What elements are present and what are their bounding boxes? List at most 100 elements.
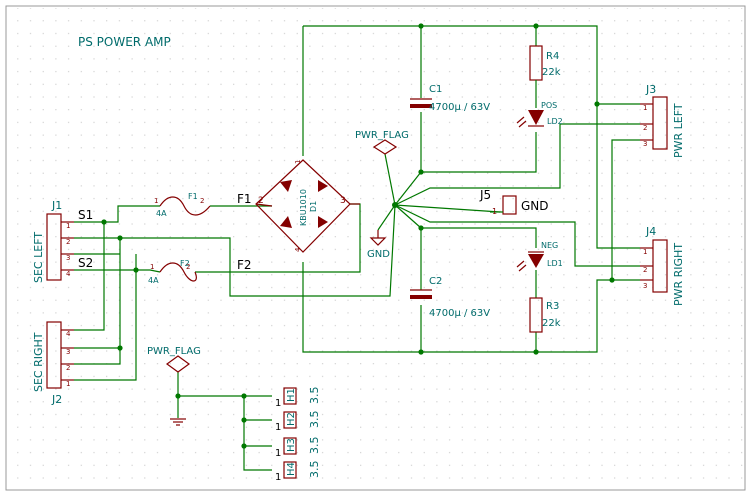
ld1-ref: LD1 xyxy=(547,259,563,268)
mounting-hole-h2[interactable]: 1 H2 3.5 xyxy=(275,411,321,434)
bridge-diode-c xyxy=(280,216,292,228)
bridge-pin4: 4 xyxy=(294,247,302,252)
h1-ref: H1 xyxy=(286,388,297,402)
h2-value: 3.5 xyxy=(308,411,321,429)
bridge-rectifier-d1[interactable]: D1 KBU1010 1 2 3 4 xyxy=(255,159,360,253)
power-flag-top[interactable]: PWR_FLAG xyxy=(355,130,409,155)
gnd-center-label: GND xyxy=(367,249,390,260)
wire-j3-pin3 xyxy=(611,139,640,280)
bridge-pin1: 1 xyxy=(294,160,302,164)
r4-value: 22k xyxy=(542,67,561,78)
r3-ref: R3 xyxy=(546,301,559,312)
ld2-value: POS xyxy=(541,101,557,110)
resistor-r4[interactable]: R4 22k xyxy=(529,45,561,108)
wire-top-bus xyxy=(303,25,640,249)
fuse-f2-symbol xyxy=(159,262,197,282)
wire-s2 xyxy=(74,269,161,273)
bridge-diode-b xyxy=(318,180,328,192)
h3-value: 3.5 xyxy=(308,437,321,455)
net-label-f2: F2 xyxy=(237,258,252,272)
c2-value: 4700µ / 63V xyxy=(429,308,490,319)
wire-gnd-c2 xyxy=(394,204,422,229)
fuse-f2-pin2: 2 xyxy=(186,263,190,271)
wire-gnd-j5 xyxy=(394,204,501,213)
wire-c1-bot xyxy=(420,112,537,173)
j3-ref: J3 xyxy=(645,83,656,96)
c1-ref: C1 xyxy=(429,84,442,95)
led-ld2[interactable]: POS LD2 xyxy=(516,101,563,128)
fuse-f2-rating: 4A xyxy=(148,276,159,285)
bridge-value: KBU1010 xyxy=(299,189,308,226)
connector-j4[interactable]: J4 PWR RIGHT 1 2 3 xyxy=(640,225,685,306)
wire-gnd-j3 xyxy=(394,123,640,206)
mounting-hole-h1[interactable]: 1 H1 3.5 xyxy=(275,387,321,410)
sheet-grid xyxy=(8,8,744,490)
resistor-r3[interactable]: R3 22k xyxy=(529,297,561,333)
power-flag-top-label: PWR_FLAG xyxy=(355,130,409,141)
h3-ref: H3 xyxy=(286,438,297,452)
j5-pin: 1 xyxy=(492,207,497,216)
fuse-f1-pin1: 1 xyxy=(154,197,158,205)
h1-value: 3.5 xyxy=(308,387,321,405)
j2-pin4: 4 xyxy=(66,330,71,338)
h2-pin: 1 xyxy=(275,422,281,433)
connector-j3[interactable]: J3 PWR LEFT 1 2 3 xyxy=(640,83,685,158)
j2-value: SEC RIGHT xyxy=(32,332,45,392)
bridge-outline xyxy=(255,159,351,253)
j2-ref: J2 xyxy=(51,393,62,406)
power-flag-bottom[interactable]: PWR_FLAG xyxy=(147,346,201,373)
c2-ref: C2 xyxy=(429,276,442,287)
wire-j2-pin1 xyxy=(74,270,137,381)
wire-j2-pin2 xyxy=(74,348,121,365)
capacitor-c1[interactable]: C1 4700µ / 63V xyxy=(410,84,490,113)
net-label-s2: S2 xyxy=(78,256,93,270)
bridge-diode-d xyxy=(318,216,328,228)
j3-value: PWR LEFT xyxy=(672,103,685,158)
mounting-hole-h3[interactable]: 1 H3 3.5 xyxy=(275,437,321,460)
led-ld1[interactable]: NEG LD1 xyxy=(516,241,563,272)
h1-pin: 1 xyxy=(275,398,281,409)
capacitor-c2[interactable]: C2 4700µ / 63V xyxy=(410,276,490,319)
junctions xyxy=(101,23,615,449)
j3-pin1: 1 xyxy=(643,104,647,112)
power-flag-bottom-label: PWR_FLAG xyxy=(147,346,201,357)
j2-pin3: 3 xyxy=(66,348,70,356)
connector-j2[interactable]: J2 SEC RIGHT 4 3 2 1 xyxy=(32,321,74,406)
r3-value: 22k xyxy=(542,318,561,329)
gnd-symbol-center[interactable]: GND xyxy=(367,230,390,260)
wire-gnd-flag xyxy=(384,153,396,206)
r4-ref: R4 xyxy=(546,51,559,62)
j4-ref: J4 xyxy=(645,225,656,238)
ld1-value: NEG xyxy=(541,241,558,250)
h4-value: 3.5 xyxy=(308,461,321,479)
j4-pin1: 1 xyxy=(643,248,647,256)
fuse-f1[interactable]: F1 4A 1 2 xyxy=(154,192,211,218)
fuse-f2[interactable]: F2 4A 1 2 xyxy=(148,259,197,285)
sheet-title: PS POWER AMP xyxy=(78,35,171,49)
connector-j1[interactable]: J1 SEC LEFT 1 2 3 4 xyxy=(32,199,74,283)
wire-s1 xyxy=(74,205,160,223)
net-label-f1: F1 xyxy=(237,192,252,206)
h3-pin: 1 xyxy=(275,448,281,459)
wire-gnd-c1 xyxy=(394,171,422,206)
bridge-pin3: 3 xyxy=(340,196,346,206)
j5-ref: J5 xyxy=(479,188,491,202)
bridge-diode-a xyxy=(280,180,292,192)
wire-s1-to-j2 xyxy=(74,222,105,331)
bridge-pin2: 2 xyxy=(258,196,264,206)
connector-j5[interactable]: J5 GND 1 xyxy=(479,188,549,216)
j2-pin2: 2 xyxy=(66,364,70,372)
j1-pin1: 1 xyxy=(66,222,70,230)
wire-gnd-j4 xyxy=(394,204,640,267)
j1-value: SEC LEFT xyxy=(32,232,45,283)
j3-pin3: 3 xyxy=(643,140,647,148)
gnd-symbol-bottom xyxy=(170,418,186,426)
fuse-f1-pin2: 2 xyxy=(200,197,204,205)
j1-pin4: 4 xyxy=(66,270,71,278)
j3-pin2: 2 xyxy=(643,124,647,132)
ld2-ref: LD2 xyxy=(547,117,563,126)
mounting-hole-h4[interactable]: 1 H4 3.5 xyxy=(275,461,321,484)
sheet-border xyxy=(5,5,746,491)
j4-value: PWR RIGHT xyxy=(672,243,685,306)
